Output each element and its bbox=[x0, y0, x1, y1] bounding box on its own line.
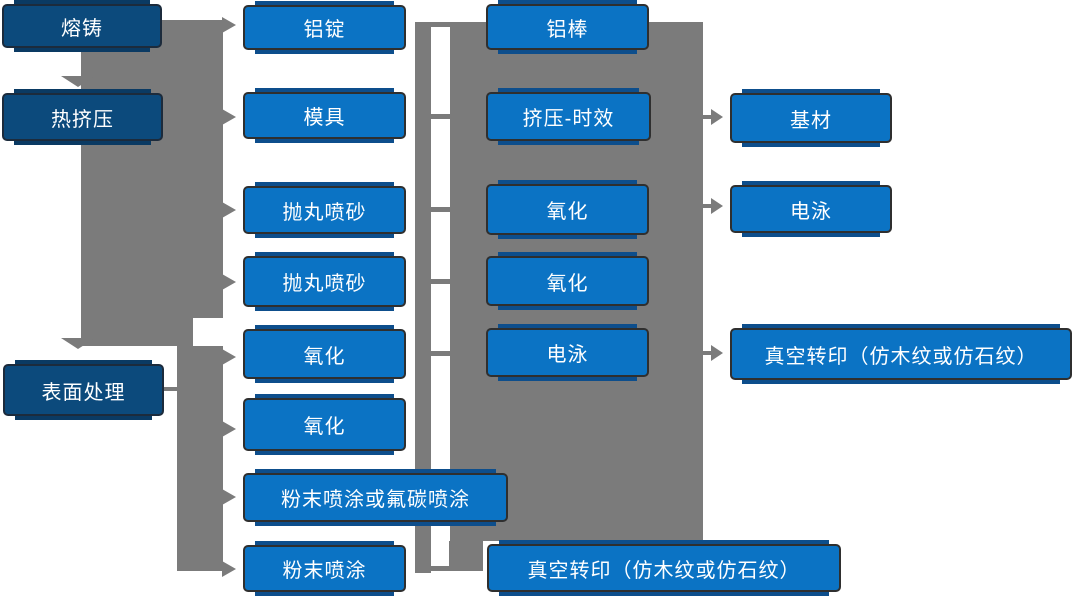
arrow-right-icon bbox=[222, 489, 236, 505]
node-label: 抛丸喷砂 bbox=[282, 273, 367, 295]
node-label: 真空转印（仿木纹或仿石纹） bbox=[527, 559, 801, 582]
arrow-right-icon bbox=[711, 345, 723, 361]
node-rejiya: 热挤压 bbox=[2, 89, 163, 145]
node-label: 氧化 bbox=[546, 272, 589, 295]
arrow-right-icon bbox=[711, 109, 723, 125]
node-yanghua1: 氧化 bbox=[243, 325, 406, 383]
node-label: 氧化 bbox=[303, 416, 346, 438]
connector-stub-top bbox=[431, 22, 450, 27]
node-rongzhu: 熔铸 bbox=[2, 0, 162, 52]
connector-stub-row2 bbox=[431, 114, 450, 119]
arrow-right-icon bbox=[222, 349, 236, 365]
node-label: 氧化 bbox=[303, 345, 346, 368]
arrow-right-icon bbox=[711, 198, 723, 214]
node-luding: 铝锭 bbox=[243, 1, 406, 54]
node-zhenkong_bottom: 真空转印（仿木纹或仿石纹） bbox=[487, 540, 841, 596]
arrow-right-icon bbox=[222, 109, 236, 125]
arrow-line bbox=[703, 115, 712, 119]
node-label: 表面处理 bbox=[41, 381, 126, 404]
connector-stub-row5 bbox=[431, 351, 450, 356]
arrow-line bbox=[703, 204, 712, 208]
node-label: 铝锭 bbox=[303, 19, 346, 41]
connector-band-middle-lower bbox=[449, 541, 483, 571]
arrow-down-icon bbox=[61, 76, 95, 87]
node-label: 氧化 bbox=[546, 201, 589, 223]
arrow-right-icon bbox=[222, 421, 236, 437]
arrow-down-icon bbox=[61, 338, 95, 349]
arrow-right-icon bbox=[222, 561, 236, 577]
connector-stub-surface-treatment bbox=[163, 387, 177, 391]
node-paowan1: 抛丸喷砂 bbox=[243, 182, 406, 238]
arrow-right-icon bbox=[222, 17, 236, 33]
node-label: 电泳 bbox=[790, 200, 832, 223]
node-jiya_shixiao: 挤压-时效 bbox=[486, 88, 651, 145]
connector-stub-bottom bbox=[431, 566, 450, 571]
node-fenmo: 粉末喷涂 bbox=[243, 541, 406, 596]
node-moju: 模具 bbox=[243, 88, 406, 143]
connector-stub-row3 bbox=[431, 207, 450, 212]
connector-stub-row4 bbox=[431, 279, 450, 284]
arrow-right-icon bbox=[222, 202, 236, 218]
node-yanghua3: 氧化 bbox=[486, 180, 649, 239]
node-dianyong2: 电泳 bbox=[730, 181, 892, 237]
node-jicai: 基材 bbox=[730, 89, 892, 147]
node-label: 电泳 bbox=[546, 344, 589, 366]
node-yanghua4: 氧化 bbox=[486, 252, 649, 310]
node-label: 粉末喷涂或氟碳喷涂 bbox=[281, 489, 470, 511]
node-label: 热挤压 bbox=[51, 108, 114, 131]
connector-band-left-upper-right bbox=[193, 20, 223, 318]
node-label: 铝棒 bbox=[546, 18, 589, 41]
node-label: 挤压-时效 bbox=[522, 108, 615, 130]
node-biaomianchuli: 表面处理 bbox=[3, 360, 164, 420]
node-label: 抛丸喷砂 bbox=[282, 201, 367, 224]
connector-band-left-upper bbox=[81, 20, 193, 346]
node-yanghua2: 氧化 bbox=[243, 394, 406, 455]
node-label: 熔铸 bbox=[61, 17, 103, 40]
node-label: 基材 bbox=[790, 109, 832, 132]
node-fenmo_futan: 粉末喷涂或氟碳喷涂 bbox=[243, 469, 508, 526]
arrow-right-icon bbox=[222, 274, 236, 290]
node-zhenkong_right: 真空转印（仿木纹或仿石纹） bbox=[730, 324, 1072, 384]
arrow-line bbox=[703, 351, 712, 355]
connector-line-middle bbox=[415, 22, 431, 573]
node-label: 真空转印（仿木纹或仿石纹） bbox=[764, 345, 1038, 368]
node-label: 粉末喷涂 bbox=[282, 560, 367, 582]
node-lubang: 铝棒 bbox=[486, 0, 649, 54]
node-paowan2: 抛丸喷砂 bbox=[243, 252, 406, 311]
node-label: 模具 bbox=[303, 107, 346, 129]
connector-band-left-lower bbox=[177, 346, 223, 571]
node-dianyong1: 电泳 bbox=[486, 324, 649, 381]
